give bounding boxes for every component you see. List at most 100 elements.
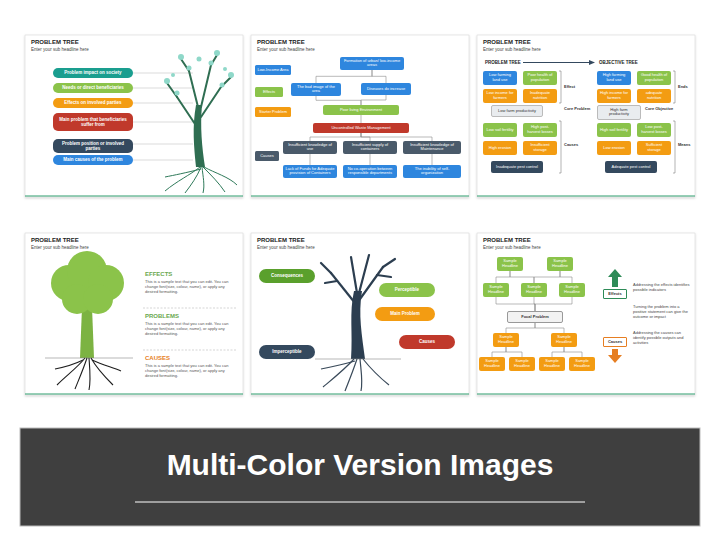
problem-box: Perceptible: [379, 283, 435, 297]
connector: [361, 115, 362, 123]
problem-box: Sample Headline: [483, 283, 509, 297]
box-text: Problem impact on society: [64, 70, 121, 75]
box-text: Effects: [608, 292, 621, 297]
problem-box: Consequences: [259, 269, 315, 283]
connector: [492, 347, 506, 357]
box-text: Low erosion: [603, 146, 625, 151]
box-text: Effects on involved parties: [64, 100, 121, 105]
box-text: Sufficient storage: [639, 143, 669, 153]
box-text: Perceptible: [395, 287, 419, 292]
box-text: Poor living Environment: [340, 108, 382, 113]
text-label: Core Objective: [645, 107, 691, 112]
problem-box: Main causes of the problem: [53, 155, 133, 165]
slide-subheadline: Enter your sub headline here: [31, 47, 89, 52]
problem-box: Sample Headline: [521, 283, 547, 297]
problem-box: Low erosion: [597, 141, 631, 155]
box-text: High post-harvest losses: [525, 125, 555, 135]
connector: [506, 323, 535, 333]
text-label: PROBLEMS: [145, 313, 235, 320]
problem-box: adequate nutrition: [637, 89, 671, 103]
box-text: Lack of Funds for Adequate provision of …: [285, 167, 335, 177]
box-text: Poor health of population: [525, 73, 555, 83]
connector: [372, 70, 386, 83]
box-text: Starter Problem: [259, 110, 287, 115]
box-text: Low farming land use: [485, 73, 515, 83]
problem-box: Low income for farmers: [483, 89, 517, 103]
text-label: Turning the problem into a positive stat…: [633, 305, 691, 319]
box-text: Main Problem: [390, 311, 420, 316]
problem-box: High erosion: [483, 141, 517, 155]
problem-box: High farm productivity: [597, 105, 641, 120]
box-text: Low soil fertility: [486, 128, 513, 133]
text-label: Addressing the causes can identify possi…: [633, 331, 691, 345]
box-text: Insufficient knowledge of use: [285, 143, 335, 153]
box-text: Sample Headline: [541, 359, 563, 369]
text-label: Means: [678, 143, 694, 148]
problem-box: Effects on involved parties: [53, 98, 133, 108]
problem-box: Imperceptible: [259, 345, 315, 359]
connector: [310, 133, 361, 141]
problem-box: Uncontrolled Waste Management: [313, 123, 409, 133]
problem-box: Inadequate nutrition: [523, 89, 557, 103]
problem-box: Adequate pest control: [605, 161, 657, 173]
problem-box: High soil fertility: [597, 123, 631, 137]
problem-box: Causes: [399, 335, 455, 349]
problem-box: Sample Headline: [493, 333, 519, 347]
slide-title: PROBLEM TREE: [257, 39, 305, 45]
text-label: Addressing the effects identifies possib…: [633, 283, 691, 293]
box-text: High farming land use: [599, 73, 629, 83]
problem-box: Sample Headline: [551, 333, 577, 347]
box-text: Sample Headline: [495, 335, 517, 345]
problem-box: Diseases do increase: [361, 83, 411, 95]
problem-box: Sample Headline: [509, 357, 535, 371]
problem-box: Main Problem: [375, 307, 435, 321]
problem-box: The bad image of the area: [291, 83, 341, 96]
connector: [496, 297, 535, 311]
problem-box: Sample Headline: [547, 257, 573, 271]
box-text: High farm productivity: [600, 108, 638, 118]
box-text: High soil fertility: [600, 128, 628, 133]
problem-box: Sufficient storage: [637, 141, 671, 155]
problem-box: Needs or direct beneficiaries: [53, 83, 133, 93]
problem-box: Problem impact on society: [53, 68, 133, 78]
box-text: Sample Headline: [511, 359, 533, 369]
connector: [506, 347, 522, 357]
problem-box: Formation of urban/ low-income areas: [340, 57, 404, 70]
connector: [560, 271, 572, 283]
box-text: Low-Income Area: [257, 68, 288, 73]
text-label: Ends: [678, 85, 694, 90]
box-text: Sample Headline: [523, 285, 545, 295]
slide-subheadline: Enter your sub headline here: [483, 47, 541, 52]
box-text: Sample Headline: [499, 259, 521, 269]
box-text: High erosion: [489, 146, 511, 151]
text-label: Core Problem: [564, 107, 594, 112]
box-text: Sample Headline: [549, 259, 571, 269]
slide-panel: PROBLEM TREE Enter your sub headline here…: [251, 35, 469, 197]
slide-subheadline: Enter your sub headline here: [31, 245, 89, 250]
problem-box: Low soil fertility: [483, 123, 517, 137]
problem-box: Sample Headline: [559, 283, 585, 297]
box-text: The inability of self-organization: [405, 167, 459, 177]
problem-box: Insufficient storage: [523, 141, 557, 155]
problem-box: Lack of Funds for Adequate provision of …: [283, 165, 337, 178]
box-text: Inadequate pest control: [496, 165, 538, 170]
connector: [535, 297, 572, 311]
slide-subheadline: Enter your sub headline here: [257, 47, 315, 52]
connector: [370, 154, 371, 165]
banner-title: Multi-Color Version Images: [20, 448, 700, 482]
problem-box: Sample Headline: [479, 357, 505, 371]
problem-box: Insufficient knowledge of Maintenance: [403, 141, 461, 154]
problem-box: High post-harvest losses: [523, 123, 557, 137]
connector: [361, 133, 432, 141]
box-text: Low post-harvest losses: [639, 125, 669, 135]
problem-box: Low farming land use: [483, 71, 517, 85]
problem-box: Main problem that beneficiaries suffer f…: [53, 113, 133, 131]
connector: [361, 95, 386, 105]
connector: [534, 271, 560, 283]
box-text: Sample Headline: [571, 359, 593, 369]
box-text: Diseases do increase: [367, 87, 405, 92]
text-label: Effect: [564, 85, 592, 90]
problem-box: Low farm productivity: [491, 105, 543, 117]
slide-title: PROBLEM TREE: [483, 39, 531, 45]
